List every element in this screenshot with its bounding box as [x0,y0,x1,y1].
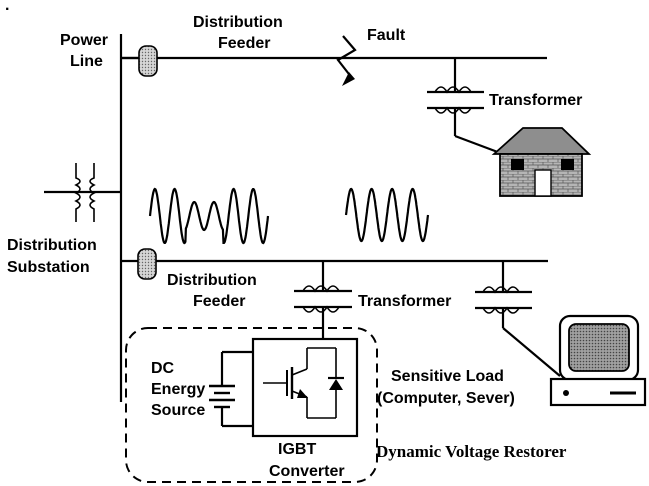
dvr-boundary [125,327,378,483]
fault-label: Fault [367,27,406,44]
top-feeder-label-2: Feeder [218,35,270,52]
breaker-top-icon [138,45,158,77]
top-feeder-label-1: Distribution [193,14,283,31]
substation-label-1: Distribution [7,237,97,254]
dc-label-3: Source [151,402,205,419]
bottom-feeder-label-1: Distribution [167,272,257,289]
power-line-label-1: Power [60,32,108,49]
fault-icon [336,35,357,86]
breaker-bottom-icon [137,248,157,280]
diode-icon [328,376,344,390]
transformer-load-icon [475,261,561,377]
house-icon [491,127,592,197]
transformer-top-label: Transformer [489,92,582,109]
transformer-bottom-label: Transformer [358,293,451,310]
substation-label-2: Substation [7,259,90,276]
substation-transformer-icon [44,163,121,222]
transformer-dvr-icon [294,261,352,339]
igbt-label-2: Converter [269,463,345,480]
battery-icon [209,350,253,428]
sensitive-load-label-2: (Computer, Sever) [377,390,515,407]
corner-mark: . [5,0,9,14]
dc-label-2: Energy [151,381,205,398]
restored-waveform [344,187,430,243]
sensitive-load-label-1: Sensitive Load [391,368,504,385]
bottom-feeder-label-2: Feeder [193,293,245,310]
dvr-label: Dynamic Voltage Restorer [376,442,567,461]
igbt-label-1: IGBT [278,441,316,458]
distorted-waveform [148,187,270,245]
dc-label-1: DC [151,360,175,377]
computer-monitor-icon [549,314,647,407]
power-line-label-2: Line [70,53,103,70]
igbt-switch-icon [263,347,337,419]
transformer-top-icon [427,58,504,156]
